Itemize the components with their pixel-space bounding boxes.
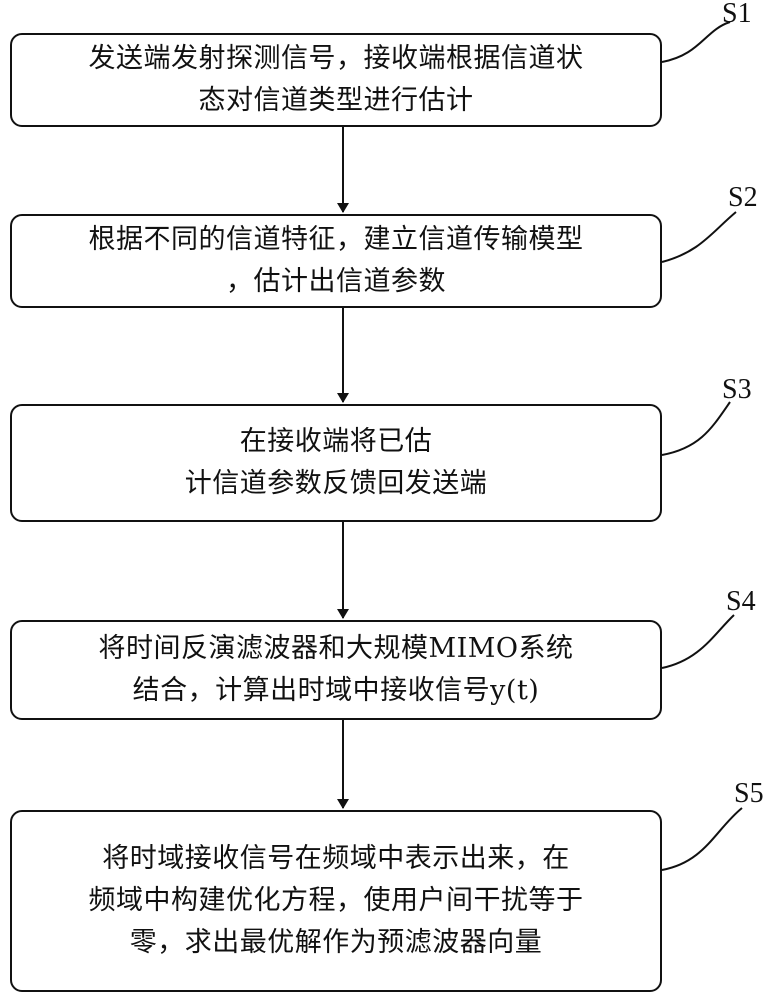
step-text-s2: 根据不同的信道特征，建立信道传输模型 ，估计出信道参数 <box>79 219 594 303</box>
step-box-s1: 发送端发射探测信号，接收端根据信道状 态对信道类型进行估计 <box>10 33 662 127</box>
step-label-s1: S1 <box>722 0 752 30</box>
step-line: 在接收端将已估 <box>185 421 488 463</box>
step-line: 零，求出最优解作为预滤波器向量 <box>89 922 584 964</box>
step-label-s3: S3 <box>722 374 752 406</box>
leader-s3 <box>662 402 730 455</box>
step-box-s2: 根据不同的信道特征，建立信道传输模型 ，估计出信道参数 <box>10 214 662 308</box>
step-line: 计信道参数反馈回发送端 <box>185 463 488 505</box>
step-line: 结合，计算出时域中接收信号y(t) <box>98 670 573 712</box>
step-box-s5: 将时域接收信号在频域中表示出来，在 频域中构建优化方程，使用户间干扰等于 零，求… <box>10 810 662 992</box>
step-label-s5: S5 <box>734 778 764 810</box>
leader-s2 <box>662 212 736 262</box>
step-line: 将时域接收信号在频域中表示出来，在 <box>89 838 584 880</box>
step-label-s2: S2 <box>728 182 758 214</box>
step-text-s5: 将时域接收信号在频域中表示出来，在 频域中构建优化方程，使用户间干扰等于 零，求… <box>79 838 594 964</box>
step-label-s4: S4 <box>726 586 756 618</box>
step-text-s3: 在接收端将已估 计信道参数反馈回发送端 <box>175 421 498 505</box>
leader-s1 <box>662 22 730 62</box>
step-line: 根据不同的信道特征，建立信道传输模型 <box>89 219 584 261</box>
step-text-s4: 将时间反演滤波器和大规模MIMO系统 结合，计算出时域中接收信号y(t) <box>88 628 583 712</box>
step-text-s1: 发送端发射探测信号，接收端根据信道状 态对信道类型进行估计 <box>79 38 594 122</box>
step-box-s4: 将时间反演滤波器和大规模MIMO系统 结合，计算出时域中接收信号y(t) <box>10 620 662 720</box>
step-line: ，估计出信道参数 <box>89 261 584 303</box>
step-line: 频域中构建优化方程，使用户间干扰等于 <box>89 880 584 922</box>
leader-s4 <box>662 615 734 668</box>
step-box-s3: 在接收端将已估 计信道参数反馈回发送端 <box>10 404 662 522</box>
leader-s5 <box>662 808 742 870</box>
step-line: 发送端发射探测信号，接收端根据信道状 <box>89 38 584 80</box>
step-line: 态对信道类型进行估计 <box>89 80 584 122</box>
step-line: 将时间反演滤波器和大规模MIMO系统 <box>98 628 573 670</box>
